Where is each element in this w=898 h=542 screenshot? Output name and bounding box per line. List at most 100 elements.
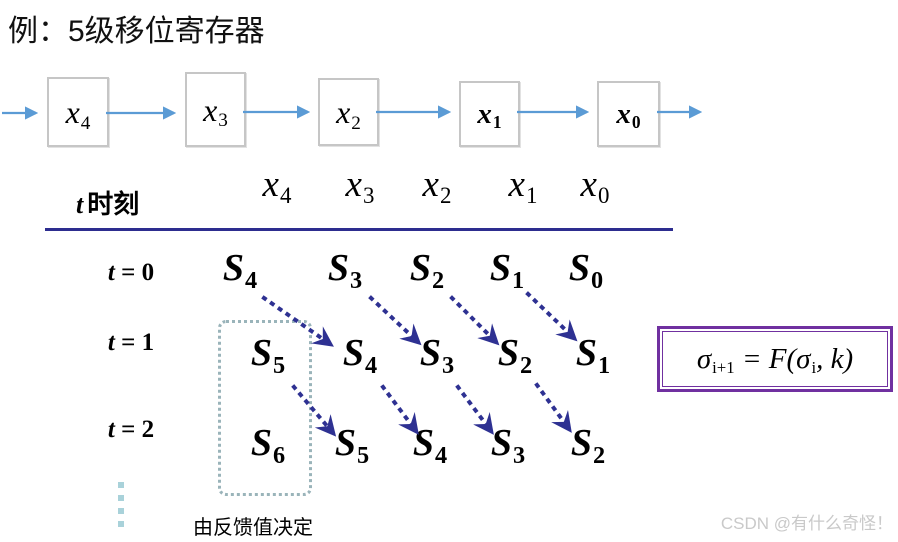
register-label-x0: x0 (616, 97, 641, 132)
cell-t1-c1-base: S (342, 332, 364, 374)
register-label-x1: x1 (477, 97, 502, 132)
register-x4-sub: 4 (80, 112, 91, 134)
cell-t0-c1-sub: 3 (349, 267, 363, 295)
col-header-x3-sub: 3 (362, 183, 375, 209)
col-header-x0: x0 (580, 164, 610, 207)
feedback-note: 由反馈值决定 (193, 517, 313, 539)
cell-t1-c1-sub: 4 (364, 352, 378, 380)
cell-t2-c2-sub: 4 (434, 442, 448, 470)
col-header-x2: x2 (422, 164, 452, 207)
row-t1-var: t (107, 329, 115, 356)
cell-t0-c2-base: S (409, 247, 431, 289)
cell-t0-c4-base: S (568, 247, 590, 289)
row-t0-rest: = 0 (114, 259, 155, 286)
col-header-x4-sub: 4 (279, 183, 292, 209)
formula-lhs-base: σ (696, 342, 712, 375)
watermark: CSDN @有什么奇怪！ (720, 514, 893, 533)
col-header-x3: x3 (345, 164, 375, 207)
col-header-x0-sub: 0 (597, 183, 610, 209)
register-x1-base: x (477, 97, 492, 130)
cell-t1-c2-base: S (419, 332, 441, 374)
ellipsis-dots-icon (118, 482, 124, 527)
col-header-x2-base: x (422, 164, 439, 205)
register-x3-sub: 3 (218, 110, 228, 132)
cell-t1-c0-base: S (250, 332, 272, 374)
formula-mid: = F( (734, 342, 797, 375)
formula-text: σi+1 = F(σi, k) (696, 342, 854, 377)
register-x1-sub: 1 (492, 111, 502, 132)
cell-t0-c2-sub: 2 (431, 267, 445, 295)
row-t2-rest: = 2 (114, 416, 155, 443)
col-header-x4-base: x (262, 164, 279, 205)
page-title: 例：5级移位寄存器 (8, 15, 265, 48)
register-box-x0: x0 (597, 81, 660, 147)
cell-t2-c3-base: S (490, 422, 512, 464)
cell-t0-c0-sub: 4 (244, 267, 258, 295)
register-x3-base: x (203, 91, 218, 128)
cell-t2-c1-sub: 5 (356, 442, 370, 470)
formula-arg-base: σ (796, 342, 811, 375)
time-header-var: t (76, 190, 84, 219)
cell-t1-c4-base: S (575, 332, 597, 374)
register-x0-sub: 0 (631, 111, 641, 132)
cell-t0-c3-base: S (489, 247, 511, 289)
col-header-x4: x4 (262, 164, 292, 207)
formula-lhs-sub: i+1 (712, 357, 735, 377)
formula-box: σi+1 = F(σi, k) (657, 326, 893, 392)
cell-t1-c3-base: S (497, 332, 519, 374)
register-box-x1: x1 (459, 81, 520, 147)
time-header-text: 时刻 (87, 190, 140, 219)
register-label-x2: x2 (336, 94, 361, 133)
cell-t2-c0-sub: 6 (272, 442, 286, 470)
cell-t0-c4: S0 (568, 247, 603, 293)
cell-t2-c2-base: S (412, 422, 434, 464)
cell-t2-c4-sub: 2 (592, 442, 606, 470)
cell-t2-c1-base: S (334, 422, 356, 464)
col-header-x1-base: x (508, 164, 525, 205)
cell-t1-c3-sub: 2 (519, 352, 533, 380)
cell-t1-c4: S1 (575, 332, 610, 378)
cell-t1-c2-sub: 3 (441, 352, 455, 380)
formula-arg-sub: i (811, 357, 817, 377)
register-box-x4: x4 (47, 77, 109, 147)
register-x2-base: x (336, 94, 351, 130)
row-label-t0: t = 0 (108, 259, 154, 287)
col-header-x3-base: x (345, 164, 362, 205)
row-label-t1: t = 1 (108, 329, 154, 357)
cell-t1-c0-sub: 5 (272, 352, 286, 380)
col-header-x1: x1 (508, 164, 538, 207)
cell-t1-c0: S5 (250, 332, 285, 378)
row-t0-var: t (107, 259, 115, 286)
register-label-x4: x4 (65, 94, 91, 133)
register-x0-base: x (616, 97, 631, 130)
register-box-x2: x2 (318, 78, 379, 146)
register-label-x3: x3 (203, 91, 228, 131)
cell-t2-c1: S5 (334, 422, 369, 468)
col-header-x0-base: x (580, 164, 597, 205)
header-divider-line (45, 228, 673, 231)
cell-t0-c4-sub: 0 (590, 267, 604, 295)
cell-t1-c4-sub: 1 (597, 352, 611, 380)
formula-tail: , k) (816, 342, 854, 375)
cell-t0-c1-base: S (327, 247, 349, 289)
cell-t2-c2: S4 (412, 422, 447, 468)
cell-t1-c1: S4 (342, 332, 377, 378)
cell-t2-c3: S3 (490, 422, 525, 468)
cell-t0-c0: S4 (222, 247, 257, 293)
row-t2-var: t (107, 416, 115, 443)
cell-t2-c0: S6 (250, 422, 285, 468)
cell-t1-c2: S3 (419, 332, 454, 378)
col-header-x1-sub: 1 (525, 183, 538, 209)
cell-t1-c3: S2 (497, 332, 532, 378)
row-label-t2: t = 2 (108, 416, 154, 444)
cell-t2-c0-base: S (250, 422, 272, 464)
cell-t0-c0-base: S (222, 247, 244, 289)
cell-t0-c3: S1 (489, 247, 524, 293)
cell-t2-c4-base: S (570, 422, 592, 464)
row-t1-rest: = 1 (114, 329, 155, 356)
register-x2-sub: 2 (351, 112, 361, 134)
cell-t0-c2: S2 (409, 247, 444, 293)
register-x4-base: x (65, 94, 80, 130)
